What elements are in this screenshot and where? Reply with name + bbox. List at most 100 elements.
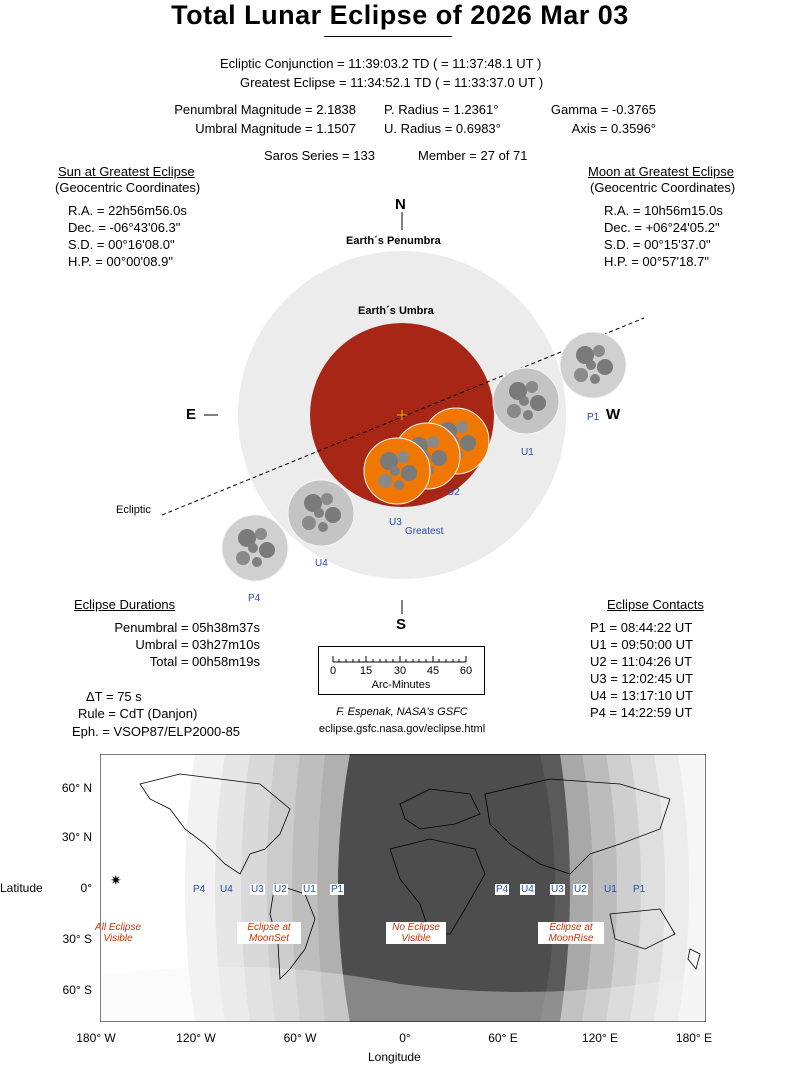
map-curve-u4-west: U4 bbox=[220, 884, 233, 895]
map-curve-u4-east: U4 bbox=[520, 884, 535, 895]
visibility-map bbox=[100, 754, 706, 1022]
map-curve-u2-east: U2 bbox=[573, 884, 588, 895]
moon-p1 bbox=[559, 331, 627, 399]
map-curve-u3-east: U3 bbox=[550, 884, 565, 895]
sun-sd: S.D. = 00°16'08.0" bbox=[68, 237, 175, 252]
ecliptic-line bbox=[161, 317, 645, 516]
axis-value: Axis = 0.3596° bbox=[571, 121, 656, 136]
south-label: S bbox=[396, 616, 407, 633]
contact-label-u1: U1 bbox=[521, 447, 534, 458]
delta-t: ΔT = 75 s bbox=[86, 689, 142, 704]
contact-p4: P4 = 14:22:59 UT bbox=[590, 705, 693, 720]
sun-heading: Sun at Greatest Eclipse bbox=[58, 164, 195, 179]
latitude-label: Latitude bbox=[0, 881, 43, 895]
page-title: Total Lunar Eclipse of 2026 Mar 03 bbox=[171, 0, 629, 30]
moon-sd: S.D. = 00°15'37.0" bbox=[604, 237, 711, 252]
moon-subheading: (Geocentric Coordinates) bbox=[590, 180, 736, 195]
scale-tick-60: 60 bbox=[459, 665, 473, 677]
scale-tick-45: 45 bbox=[426, 665, 440, 677]
map-curve-u3-west: U3 bbox=[250, 884, 265, 895]
contacts-heading: Eclipse Contacts bbox=[607, 597, 704, 612]
eclipse-diagram bbox=[161, 212, 645, 614]
region-moonset: Eclipse at MoonSet bbox=[237, 922, 301, 944]
scale-tick-15: 15 bbox=[359, 665, 373, 677]
lat-30s: 30° S bbox=[62, 932, 92, 946]
title-rule bbox=[324, 36, 452, 37]
duration-penumbral: Penumbral = 05h38m37s bbox=[114, 620, 260, 635]
lat-60n: 60° N bbox=[61, 781, 92, 795]
scale-tick-0: 0 bbox=[329, 665, 337, 677]
moon-heading: Moon at Greatest Eclipse bbox=[588, 164, 734, 179]
longitude-label: Longitude bbox=[368, 1050, 421, 1064]
scale-ruler bbox=[332, 656, 467, 663]
contact-u1: U1 = 09:50:00 UT bbox=[590, 637, 693, 652]
west-label: W bbox=[606, 406, 621, 423]
conjunction-line: Ecliptic Conjunction = 11:39:03.2 TD ( =… bbox=[220, 56, 542, 71]
contact-label-u2: U2 bbox=[447, 487, 460, 498]
lon-0: 0° bbox=[399, 1031, 411, 1045]
map-curve-p4-west: P4 bbox=[193, 884, 206, 895]
map-curve-p4-east: P4 bbox=[495, 884, 510, 895]
sun-dec: Dec. = -06°43'06.3" bbox=[68, 220, 181, 235]
contact-u2: U2 = 11:04:26 UT bbox=[590, 654, 693, 669]
lon-180e: 180° E bbox=[675, 1031, 713, 1045]
region-moonrise: Eclipse at MoonRise bbox=[538, 922, 604, 944]
contact-u3: U3 = 12:02:45 UT bbox=[590, 671, 693, 686]
contact-label-u3: U3 bbox=[389, 517, 402, 528]
saros-member: Member = 27 of 71 bbox=[418, 148, 528, 163]
ecliptic-label: Ecliptic bbox=[116, 504, 151, 516]
east-label: E bbox=[186, 406, 197, 423]
lon-60w: 60° W bbox=[283, 1031, 317, 1045]
duration-umbral: Umbral = 03h27m10s bbox=[135, 637, 260, 652]
sun-ra: R.A. = 22h56m56.0s bbox=[68, 203, 187, 218]
ephemeris: Eph. = VSOP87/ELP2000-85 bbox=[72, 724, 241, 739]
contact-p1: P1 = 08:44:22 UT bbox=[590, 620, 693, 635]
lon-60e: 60° E bbox=[488, 1031, 518, 1045]
p-radius: P. Radius = 1.2361° bbox=[384, 102, 499, 117]
lat-30n: 30° N bbox=[61, 830, 92, 844]
lat-60s: 60° S bbox=[62, 983, 92, 997]
map-curve-u2-west: U2 bbox=[273, 884, 288, 895]
greatest-label: Greatest bbox=[405, 526, 444, 537]
scale-tick-30: 30 bbox=[393, 665, 407, 677]
scale-label: Arc-Minutes bbox=[371, 679, 431, 691]
contact-label-u4: U4 bbox=[315, 558, 328, 569]
lat-0: 0° bbox=[80, 881, 92, 895]
lon-120w: 120° W bbox=[176, 1031, 216, 1045]
moon-u4 bbox=[287, 479, 355, 547]
subsolar-point-icon: ✷ bbox=[110, 872, 122, 888]
danjon-rule: Rule = CdT (Danjon) bbox=[78, 706, 198, 721]
penumbra-label: Earth´s Penumbra bbox=[346, 235, 441, 247]
u-radius: U. Radius = 0.6983° bbox=[384, 121, 501, 136]
map-curve-u1-east: U1 bbox=[604, 884, 617, 895]
contact-label-p1: P1 bbox=[587, 412, 600, 423]
duration-total: Total = 00h58m19s bbox=[149, 654, 260, 669]
sun-subheading: (Geocentric Coordinates) bbox=[55, 180, 201, 195]
credit: F. Espenak, NASA's GSFC bbox=[336, 706, 468, 718]
map-curve-p1-west: P1 bbox=[330, 884, 345, 895]
moon-hp: H.P. = 00°57'18.7" bbox=[604, 254, 709, 269]
contact-label-p4: P4 bbox=[248, 593, 261, 604]
umbra-label: Earth´s Umbra bbox=[358, 305, 434, 317]
moon-u1 bbox=[492, 367, 560, 435]
moon-dec: Dec. = +06°24'05.2" bbox=[604, 220, 720, 235]
map-curve-u1-west: U1 bbox=[302, 884, 317, 895]
map-curve-p1-east: P1 bbox=[633, 884, 646, 895]
contact-u4: U4 = 13:17:10 UT bbox=[590, 688, 693, 703]
saros-series: Saros Series = 133 bbox=[264, 148, 375, 163]
lon-180w: 180° W bbox=[76, 1031, 116, 1045]
moon-ra: R.A. = 10h56m15.0s bbox=[604, 203, 723, 218]
sun-hp: H.P. = 00°00'08.9" bbox=[68, 254, 173, 269]
region-all-visible: All Eclipse Visible bbox=[94, 922, 142, 944]
greatest-line: Greatest Eclipse = 11:34:52.1 TD ( = 11:… bbox=[240, 75, 544, 90]
website: eclipse.gsfc.nasa.gov/eclipse.html bbox=[318, 723, 486, 735]
gamma: Gamma = -0.3765 bbox=[550, 102, 656, 117]
north-label: N bbox=[395, 196, 406, 213]
umbral-magnitude: Umbral Magnitude = 1.1507 bbox=[195, 121, 356, 136]
region-no-eclipse: No Eclipse Visible bbox=[386, 922, 446, 944]
scale-box bbox=[318, 646, 485, 695]
penumbral-magnitude: Penumbral Magnitude = 2.1838 bbox=[174, 102, 356, 117]
durations-heading: Eclipse Durations bbox=[74, 597, 176, 612]
moon-u3 bbox=[363, 437, 431, 505]
moon-p4 bbox=[221, 514, 289, 582]
